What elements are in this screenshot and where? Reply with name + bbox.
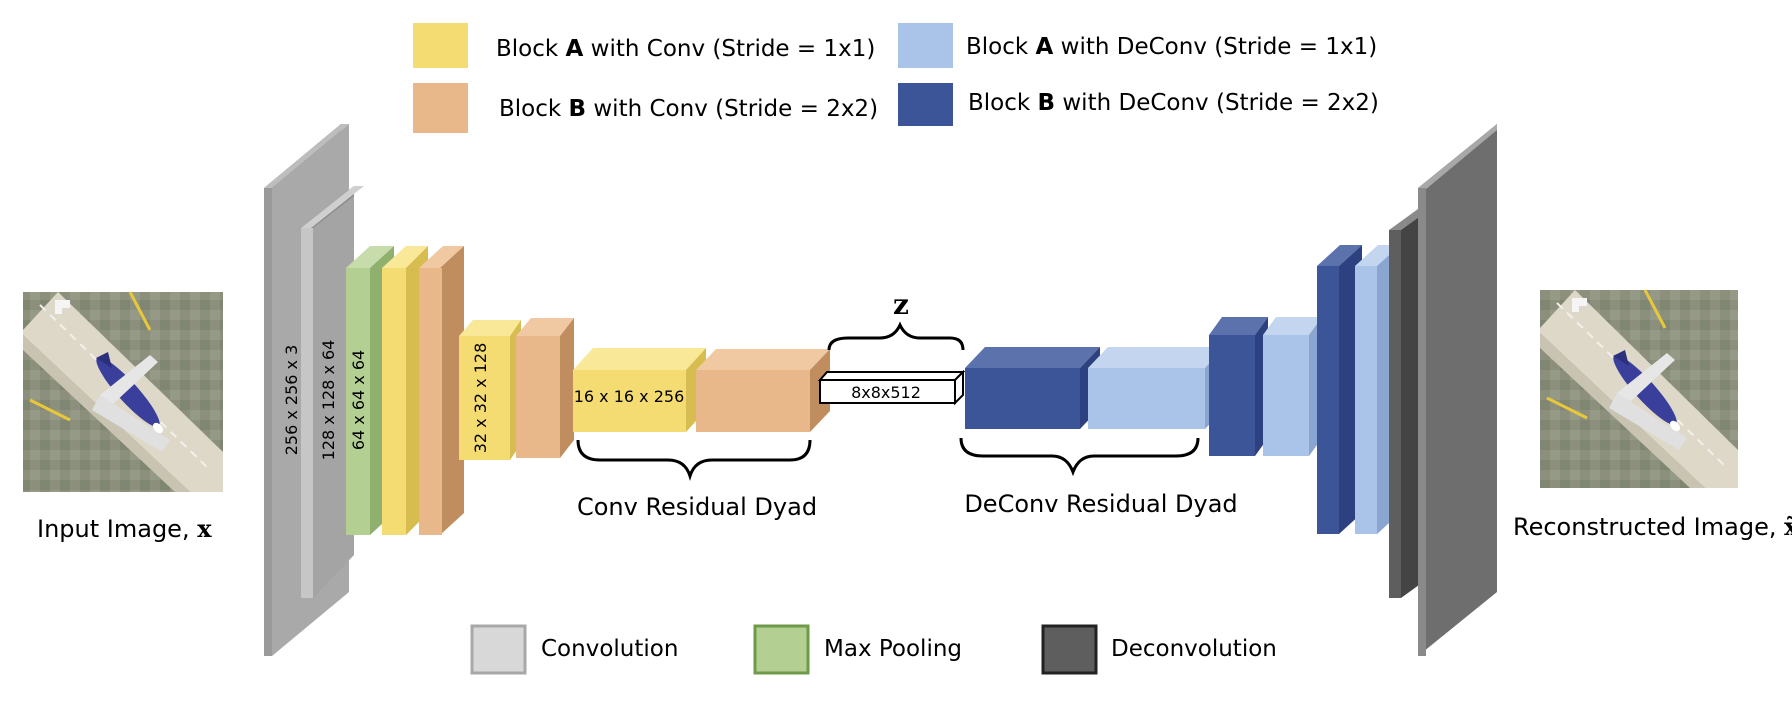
- dim-label-16: 16 x 16 x 256: [574, 387, 685, 406]
- latent-z-vector: [817, 369, 966, 406]
- legend-label-block-a-deconv: Block A with DeConv (Stride = 1x1): [966, 34, 1377, 60]
- layer-block-b-conv-32: [516, 318, 574, 458]
- deconv-dyad-label: DeConv Residual Dyad: [964, 490, 1237, 518]
- legend-label-convolution: Convolution: [541, 636, 678, 662]
- legend-item-max-pooling: Max Pooling: [753, 624, 962, 675]
- legend-item-convolution: Convolution: [470, 624, 678, 675]
- airplane-icon: [1609, 350, 1687, 450]
- legend-top: Block A with Conv (Stride = 1x1) Block B…: [413, 23, 1379, 133]
- conv-dyad-brace: [576, 439, 812, 482]
- legend-label-block-b-deconv: Block B with DeConv (Stride = 2x2): [968, 90, 1379, 116]
- reconstructed-image-label: Reconstructed Image, x̃: [1513, 512, 1792, 541]
- latent-brace: [827, 321, 965, 351]
- legend-swatch-convolution: [470, 624, 527, 675]
- legend-item-block-a-conv: Block A with Conv (Stride = 1x1): [413, 23, 875, 68]
- layer-block-b-conv-64: [419, 246, 464, 535]
- reconstructed-image: [1540, 289, 1738, 488]
- legend-label-max-pooling: Max Pooling: [824, 636, 962, 662]
- layer-block-a-conv-32: [459, 320, 521, 460]
- dim-label-8: 8x8x512: [851, 383, 921, 402]
- dim-label-128: 128 x 128 x 64: [319, 340, 338, 461]
- legend-swatch-block-b-conv: [413, 83, 468, 133]
- legend-swatch-deconvolution: [1041, 624, 1098, 675]
- layer-block-a-deconv-16: [1088, 347, 1225, 429]
- dim-label-64: 64 x 64 x 64: [349, 350, 368, 450]
- legend-label-block-b-conv: Block B with Conv (Stride = 2x2): [499, 96, 878, 122]
- input-image: [23, 291, 223, 492]
- legend-label-deconvolution: Deconvolution: [1111, 636, 1277, 662]
- dim-label-256: 256 x 256 x 3: [282, 345, 301, 456]
- conv-dyad-label: Conv Residual Dyad: [577, 493, 817, 521]
- layer-block-b-deconv-32: [1209, 317, 1268, 456]
- latent-label: z: [893, 288, 909, 321]
- layer-block-a-deconv-32: [1263, 317, 1322, 456]
- layer-output-deconv: [1418, 124, 1497, 656]
- dim-label-32: 32 x 32 x 128: [471, 343, 490, 454]
- legend-bottom: Convolution Max Pooling Deconvolution: [470, 624, 1277, 675]
- legend-item-block-b-conv: Block B with Conv (Stride = 2x2): [413, 83, 878, 133]
- legend-swatch-block-b-deconv: [898, 83, 953, 126]
- deconv-dyad-brace: [959, 437, 1200, 477]
- input-image-label: Input Image, x: [37, 514, 212, 543]
- legend-item-block-a-deconv: Block A with DeConv (Stride = 1x1): [898, 23, 1377, 68]
- legend-swatch-max-pooling: [753, 624, 810, 675]
- airplane-icon: [92, 352, 170, 452]
- legend-label-block-a-conv: Block A with Conv (Stride = 1x1): [496, 36, 875, 62]
- legend-swatch-block-a-conv: [413, 23, 468, 68]
- layer-block-b-conv-16: [696, 349, 830, 432]
- layer-block-b-deconv-16: [965, 347, 1100, 429]
- legend-swatch-block-a-deconv: [898, 23, 953, 68]
- legend-item-deconvolution: Deconvolution: [1041, 624, 1277, 675]
- layer-conv-128: [301, 186, 364, 598]
- legend-item-block-b-deconv: Block B with DeConv (Stride = 2x2): [898, 83, 1379, 126]
